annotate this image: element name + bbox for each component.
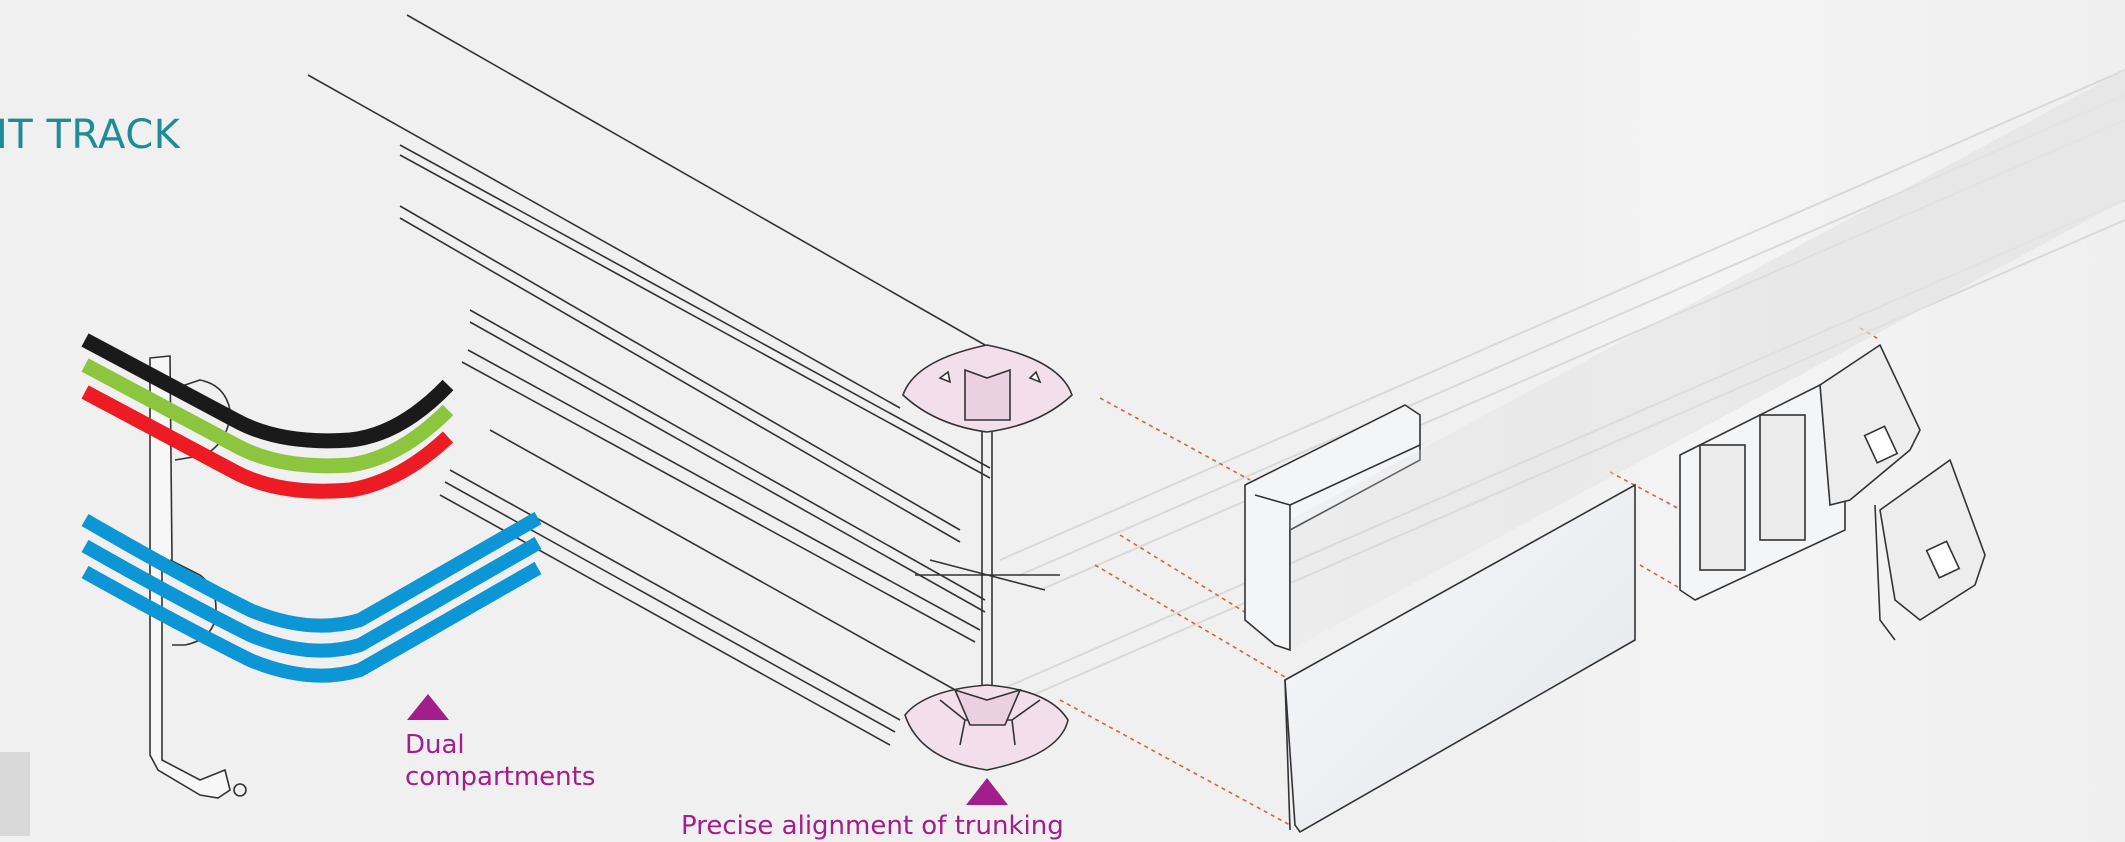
triangle-up-icon — [407, 694, 449, 720]
dual-compartments-callout: Dual compartments — [405, 729, 595, 793]
callout-line: compartments — [405, 762, 596, 792]
central-divider — [915, 420, 1060, 700]
edge-object — [0, 752, 30, 836]
cables — [81, 333, 542, 683]
page-title: IT TRACK — [0, 112, 181, 158]
socket-frame — [1679, 343, 1921, 601]
callout-line: Dual — [405, 730, 465, 760]
triangle-up-icon — [966, 778, 1008, 805]
outlet-plate — [1874, 458, 1986, 641]
front-lid — [1284, 483, 1636, 834]
trunking-base — [1244, 70, 2125, 652]
top-connector — [902, 344, 1073, 433]
bottom-connector — [904, 684, 1069, 771]
alignment-callout: Precise alignment of trunking — [681, 811, 1064, 841]
